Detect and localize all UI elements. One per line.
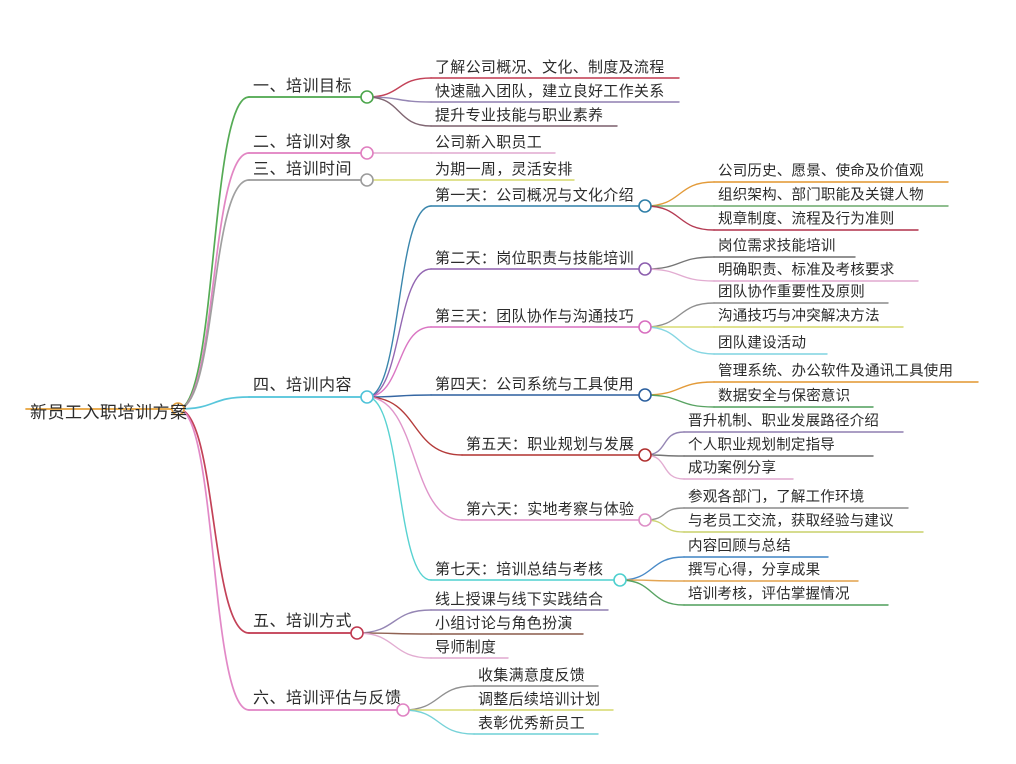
connector-d3c3 [644,326,715,355]
mindmap-label-d1c1[interactable]: 公司历史、愿景、使命及价值观 [718,163,924,180]
mindmap-label-d3c3[interactable]: 团队建设活动 [718,335,807,352]
connector-b6c1 [402,685,475,711]
mindmap-label-d6c2[interactable]: 与老员工交流，获取经验与建议 [688,513,894,530]
connector-d5c3 [644,454,685,480]
mindmap-label-b1c2[interactable]: 快速融入团队，建立良好工作关系 [435,83,665,100]
mindmap-label-d5c1[interactable]: 晋升机制、职业发展路径介绍 [688,413,880,430]
connector-b1c3 [366,96,432,127]
node-dot-d6[interactable] [638,513,652,527]
node-dot-b1[interactable] [360,90,374,104]
node-dot-b4[interactable] [360,390,374,404]
mindmap-label-d3c2[interactable]: 沟通技巧与冲突解决方法 [718,308,880,325]
node-dot-d2[interactable] [638,262,652,276]
mindmap-label-b1[interactable]: 一、培训目标 [253,78,353,95]
node-dot-d4[interactable] [638,388,652,402]
mindmap-label-d5c3[interactable]: 成功案例分享 [688,460,777,477]
mindmap-label-b2c1[interactable]: 公司新入职员工 [435,134,543,151]
mindmap-label-d7c2[interactable]: 撰写心得，分享成果 [688,562,821,579]
node-dot-d3[interactable] [638,320,652,334]
mindmap-label-b5c2[interactable]: 小组讨论与角色扮演 [435,615,573,632]
connector-d2c1 [644,256,715,270]
connector-d1c3 [644,205,715,231]
connector-d7 [366,396,432,581]
connector-d2 [366,268,432,398]
node-dot-root[interactable] [171,402,185,416]
connector-d1 [366,205,432,398]
mindmap-label-b2[interactable]: 二、培训对象 [253,134,353,151]
connector-d4c2 [644,394,715,408]
connector-b3 [177,179,250,410]
mindmap-label-d7[interactable]: 第七天：培训总结与考核 [435,561,604,578]
mindmap-label-b5c1[interactable]: 线上授课与线下实践结合 [435,591,604,608]
node-dot-b6[interactable] [396,703,410,717]
node-dot-d7[interactable] [613,573,627,587]
connector-d6 [366,396,463,521]
node-dot-d1[interactable] [638,199,652,213]
mindmap-label-b4[interactable]: 四、培训内容 [253,377,353,394]
mindmap-label-d6[interactable]: 第六天：实地考察与体验 [466,501,635,518]
mindmap-label-b5[interactable]: 五、培训方式 [253,613,353,630]
mindmap-label-b5c3[interactable]: 导师制度 [435,639,497,656]
mindmap-label-d1[interactable]: 第一天：公司概况与文化介绍 [435,187,634,204]
connector-d7c1 [619,556,685,581]
connector-b1 [177,96,250,410]
mindmap-label-d4[interactable]: 第四天：公司系统与工具使用 [435,376,634,393]
mindmap-label-b1c1[interactable]: 了解公司概况、文化、制度及流程 [435,59,665,76]
connector-b5 [177,408,250,634]
connector-d7c3 [619,579,685,606]
mindmap-label-b6c3[interactable]: 表彰优秀新员工 [478,715,586,732]
connector-b5c1 [356,609,432,634]
mindmap-label-d4c2[interactable]: 数据安全与保密意识 [718,388,851,405]
mindmap-label-b3[interactable]: 三、培训时间 [253,161,353,178]
connector-b2 [177,152,250,410]
connector-d2c2 [644,268,715,282]
connector-d1c1 [644,181,715,207]
mindmap-label-b6c1[interactable]: 收集满意度反馈 [478,667,586,684]
mindmap-label-d2c2[interactable]: 明确职责、标准及考核要求 [718,262,895,279]
connector-b6 [177,408,250,711]
mindmap-label-b3c1[interactable]: 为期一周，灵活安排 [435,161,573,178]
mindmap-label-d7c1[interactable]: 内容回顾与总结 [688,538,791,555]
mindmap-label-d2c1[interactable]: 岗位需求技能培训 [718,238,836,255]
connector-d5 [366,396,463,456]
node-dot-d5[interactable] [638,448,652,462]
mindmap-label-d2[interactable]: 第二天：岗位职责与技能培训 [435,250,634,267]
connector-b4 [177,396,250,410]
node-dot-b2[interactable] [360,146,374,160]
mindmap-label-d3c1[interactable]: 团队协作重要性及原则 [718,284,865,301]
mindmap-label-d1c3[interactable]: 规章制度、流程及行为准则 [718,211,895,228]
mindmap-label-b6[interactable]: 六、培训评估与反馈 [253,690,402,707]
connector-d3c1 [644,302,715,328]
mindmap-label-b6c2[interactable]: 调整后续培训计划 [478,691,601,708]
mindmap-label-d6c1[interactable]: 参观各部门，了解工作环境 [688,489,865,506]
connector-d3 [366,326,432,398]
node-dot-b5[interactable] [350,626,364,640]
connector-b6c3 [402,709,475,735]
mindmap-label-d1c2[interactable]: 组织架构、部门职能及关键人物 [718,187,924,204]
mindmap-label-d5c2[interactable]: 个人职业规划制定指导 [688,437,835,454]
mindmap-label-d3[interactable]: 第三天：团队协作与沟通技巧 [435,308,634,325]
mindmap-label-d7c3[interactable]: 培训考核，评估掌握情况 [688,586,850,603]
node-dot-b3[interactable] [360,173,374,187]
connector-b1c1 [366,77,432,98]
mindmap-label-root[interactable]: 新员工入职培训方案 [30,403,188,422]
connector-b5c3 [356,632,432,659]
connector-d4c1 [644,381,715,396]
mindmap-label-d5[interactable]: 第五天：职业规划与发展 [466,436,635,453]
mindmap-label-b1c3[interactable]: 提升专业技能与职业素养 [435,107,604,124]
mindmap-label-d4c1[interactable]: 管理系统、办公软件及通讯工具使用 [718,363,954,380]
